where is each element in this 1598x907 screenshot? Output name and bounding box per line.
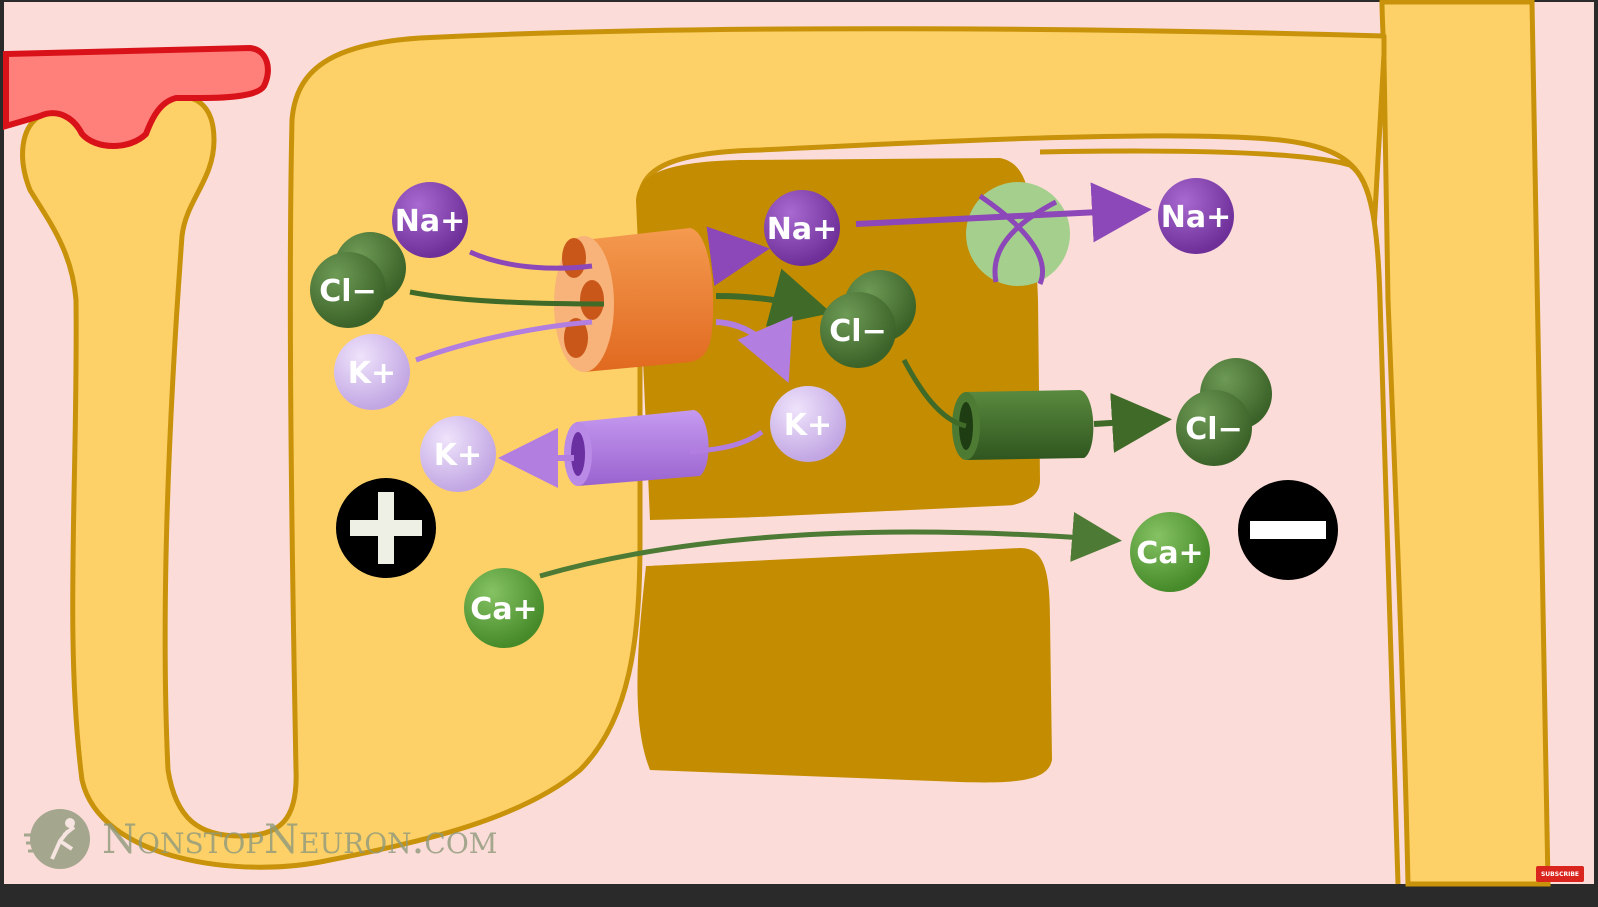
- svg-text:Na+: Na+: [767, 212, 838, 247]
- positive-charge-icon: +: [336, 478, 436, 578]
- cl-to-channel-arrow: [901, 358, 967, 429]
- cl-basolateral-arrow: [1093, 392, 1172, 453]
- watermark: NonstopNeuron.com: [22, 800, 497, 880]
- na-out-arrow: [706, 226, 770, 286]
- k-in-arrow: [415, 319, 593, 363]
- nonstop-neuron-logo-icon: [24, 809, 90, 869]
- svg-text:Ca+: Ca+: [470, 592, 537, 627]
- cl-out-arrow: [715, 268, 832, 327]
- basolateral-outline: [1039, 148, 1401, 885]
- svg-text:Na+: Na+: [1161, 200, 1232, 235]
- potassium-channel: [564, 410, 709, 486]
- svg-text:Ca+: Ca+: [1136, 536, 1203, 571]
- nkcc-cotransporter: [554, 228, 714, 372]
- na-in-arrow: [468, 249, 593, 271]
- svg-text:Na+: Na+: [395, 204, 466, 239]
- calcium-ion-lumen: Ca+: [464, 568, 544, 648]
- chloride-ion-interstitium: Cl−: [1176, 358, 1272, 466]
- chloride-ion-cell: Cl−: [820, 270, 916, 368]
- potassium-ion-lumen-upper: K+: [334, 334, 410, 410]
- watermark-text: NonstopNeuron.com: [102, 817, 498, 863]
- svg-text:K+: K+: [784, 408, 832, 443]
- potassium-ion-lumen-lower: K+: [420, 416, 496, 492]
- svg-text:K+: K+: [434, 438, 482, 473]
- subscribe-button[interactable]: SUBSCRIBE: [1536, 866, 1584, 882]
- ca-paracellular-arrow: [539, 512, 1122, 579]
- capillary: [2, 44, 271, 149]
- cl-in-arrow: [409, 289, 605, 307]
- chloride-channel: [952, 390, 1094, 460]
- negative-charge-icon: −: [1238, 480, 1338, 580]
- k-recycle-arrow-a: [689, 429, 764, 455]
- svg-text:Cl−: Cl−: [829, 314, 886, 349]
- chloride-ion-lumen: Cl−: [310, 232, 406, 328]
- collecting-duct: [1379, 0, 1551, 887]
- sodium-ion-lumen: Na+: [392, 182, 468, 258]
- svg-text:K+: K+: [348, 356, 396, 391]
- sodium-ion-interstitium: Na+: [1158, 178, 1234, 254]
- cell-interior-lower: [637, 548, 1052, 783]
- na-basolateral-arrow: [855, 182, 1152, 243]
- interstitium-right: [1040, 151, 1398, 884]
- svg-text:Cl−: Cl−: [1185, 412, 1242, 447]
- k-out-arrow: [715, 316, 793, 384]
- svg-text:Cl−: Cl−: [319, 274, 376, 309]
- calcium-ion-interstitium: Ca+: [1130, 512, 1210, 592]
- potassium-ion-cell: K+: [770, 386, 846, 462]
- sodium-ion-cell: Na+: [764, 190, 840, 266]
- sodium-potassium-pump: [966, 182, 1070, 286]
